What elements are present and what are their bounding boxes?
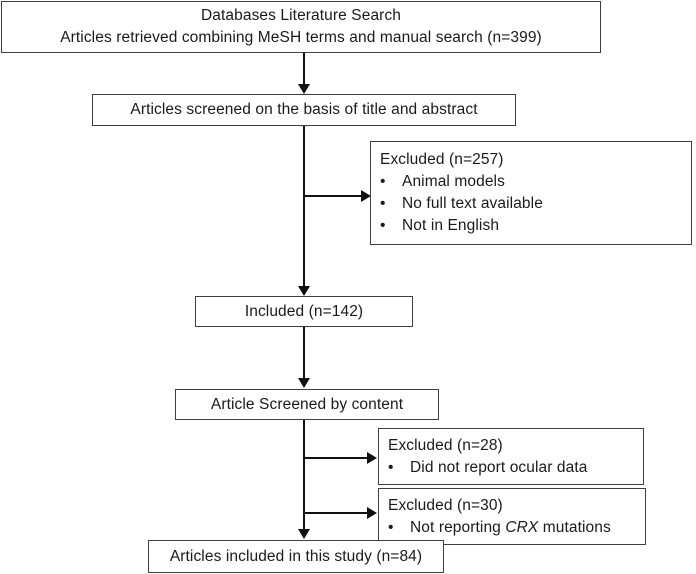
excluded-257-item-0-text: Animal models <box>402 173 505 190</box>
node-excluded-28: Excluded (n=28) • Did not report ocular … <box>378 428 644 485</box>
connector-branch-to-excluded-257 <box>303 195 363 197</box>
databases-search-line2: Articles retrieved combining MeSH terms … <box>60 29 542 46</box>
arrowhead-to-excluded-30 <box>367 507 377 519</box>
excluded-257-header: Excluded (n=257) <box>380 151 504 168</box>
databases-search-line1: Databases Literature Search <box>200 7 401 24</box>
connector-included-to-content <box>303 327 305 379</box>
arrowhead-to-excluded-257 <box>361 190 371 202</box>
connector-search-to-screened <box>303 53 305 85</box>
included-142-label: Included (n=142) <box>244 302 364 320</box>
arrowhead-screened-to-included <box>298 286 310 296</box>
node-screened-title-abstract: Articles screened on the basis of title … <box>92 94 516 126</box>
bullet-icon: • <box>380 217 386 234</box>
arrowhead-to-excluded-28 <box>367 452 377 464</box>
articles-included-84-label: Articles included in this study (n=84) <box>169 547 423 565</box>
arrowhead-included-to-content <box>298 378 310 388</box>
node-articles-included-84: Articles included in this study (n=84) <box>148 540 444 573</box>
connector-screened-trunk <box>303 126 305 288</box>
connector-branch-to-excluded-28 <box>303 457 369 459</box>
node-included-142: Included (n=142) <box>195 296 413 327</box>
excluded-257-item-2: • Not in English <box>371 215 499 237</box>
arrowhead-search-to-screened <box>298 84 310 94</box>
arrowhead-content-to-final <box>298 529 310 539</box>
connector-content-trunk <box>303 420 305 532</box>
excluded-30-item-0-text: Not reporting CRX mutations <box>410 517 611 539</box>
node-databases-literature-search: Databases Literature Search Articles ret… <box>1 1 601 53</box>
screened-by-content-label: Article Screened by content <box>210 395 404 413</box>
bullet-icon: • <box>380 173 386 190</box>
excluded-30-item-suffix: mutations <box>538 518 611 536</box>
connector-branch-to-excluded-30 <box>303 512 369 514</box>
node-excluded-30: Excluded (n=30) • Not reporting CRX muta… <box>378 488 646 545</box>
excluded-257-item-1-text: No full text available <box>402 195 543 212</box>
excluded-30-item-prefix: Not reporting <box>410 518 506 536</box>
node-screened-by-content: Article Screened by content <box>175 389 439 420</box>
excluded-30-header: Excluded (n=30) <box>388 496 503 514</box>
excluded-28-header: Excluded (n=28) <box>388 436 503 454</box>
excluded-257-item-0: • Animal models <box>371 171 505 193</box>
bullet-icon: • <box>388 518 394 536</box>
excluded-257-item-1: • No full text available <box>371 193 543 215</box>
excluded-28-item-0: • Did not report ocular data <box>379 457 588 479</box>
excluded-30-gene-name: CRX <box>505 518 539 536</box>
excluded-257-item-2-text: Not in English <box>402 217 500 234</box>
excluded-30-item-0: • Not reporting CRX mutations <box>379 517 611 539</box>
screened-title-abstract-label: Articles screened on the basis of title … <box>130 101 478 118</box>
bullet-icon: • <box>388 458 394 476</box>
node-excluded-257: Excluded (n=257) • Animal models • No fu… <box>370 141 692 245</box>
excluded-28-item-0-text: Did not report ocular data <box>410 458 588 476</box>
bullet-icon: • <box>380 195 386 212</box>
